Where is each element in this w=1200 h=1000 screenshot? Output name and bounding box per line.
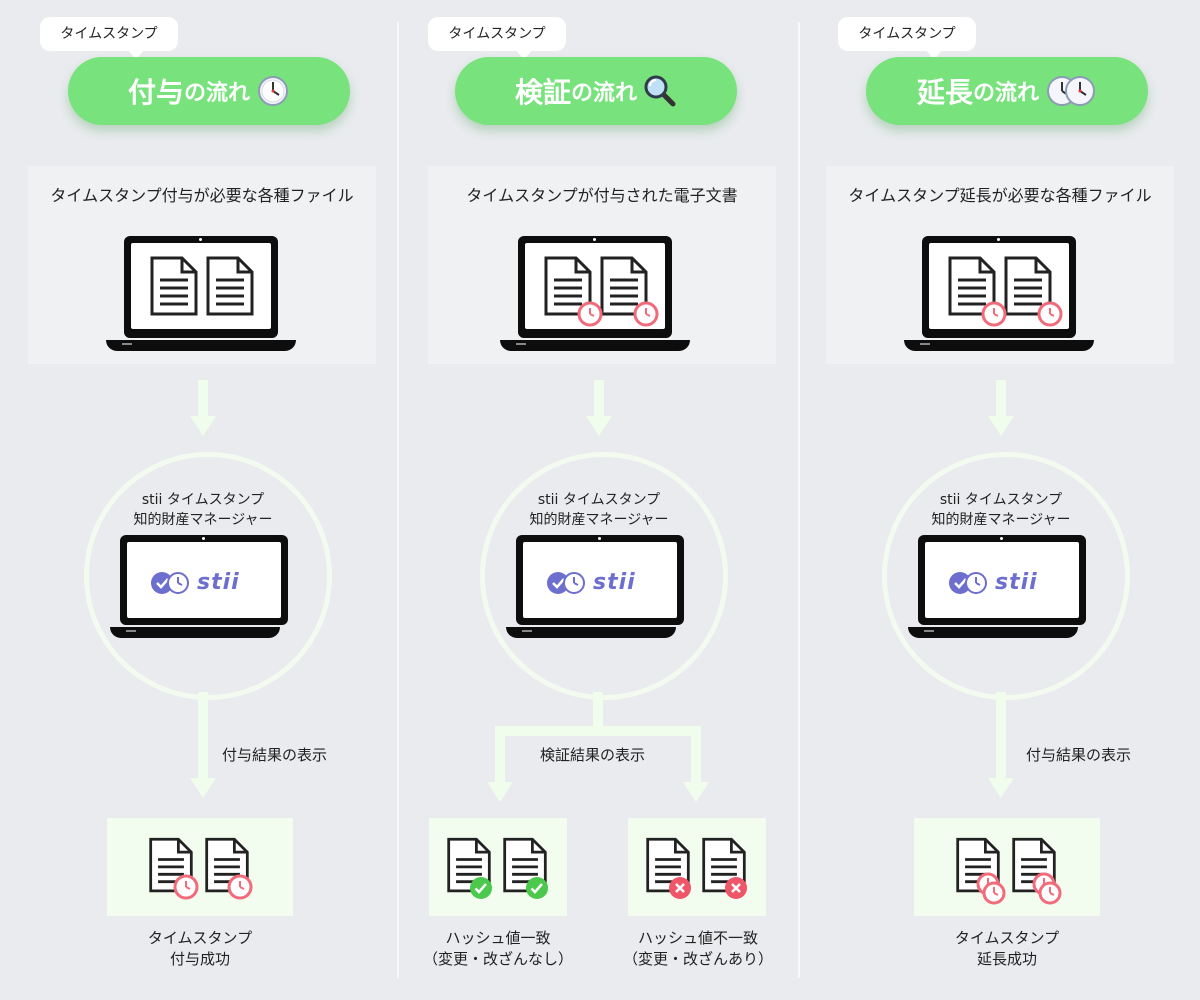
extend-flow-title: 延長の流れ [866, 57, 1148, 125]
down-arrow [988, 692, 1014, 798]
title-main: 付与 [127, 76, 184, 109]
stii-logo-icon [151, 572, 189, 594]
stii-logo-icon [547, 572, 585, 594]
branch-arrow [487, 692, 709, 802]
verify-flow-column: タイムスタンプ 検証の流れ タイムスタンプが付与された電子文書 stii タイム… [398, 0, 798, 1000]
source-caption: タイムスタンプが付与された電子文書 [466, 186, 738, 205]
document-icon [1004, 256, 1052, 316]
verify-flow-title: 検証の流れ [455, 57, 737, 125]
down-arrow [190, 692, 216, 798]
down-arrow [190, 380, 216, 436]
double-clock-badge-icon [1032, 872, 1062, 905]
manager-title: stii タイムスタンプ 知的財産マネージャー [931, 492, 1071, 528]
source-caption: タイムスタンプ延長が必要な各種ファイル [848, 186, 1152, 205]
column-divider [798, 22, 800, 978]
manager-title: stii タイムスタンプ 知的財産マネージャー [133, 492, 273, 528]
result-panel-mismatch [628, 818, 766, 916]
source-files-panel: タイムスタンプ付与が必要な各種ファイル [28, 166, 376, 364]
grant-flow-column: タイムスタンプ 付与の流れ タイムスタンプ付与が必要な各種ファイル stii タ… [0, 0, 400, 1000]
result-caption: タイムスタンプ 延長成功 [954, 929, 1060, 968]
title-suffix: の流れ [184, 81, 251, 106]
clock-badge-icon [173, 874, 199, 900]
document-icon [150, 256, 198, 316]
column-divider [397, 22, 399, 978]
cross-badge-icon [725, 877, 747, 899]
document-icon [206, 256, 254, 316]
manager-ring [480, 452, 728, 700]
timestamp-tag: タイムスタンプ [40, 17, 178, 60]
result-caption: ハッシュ値不一致 （変更・改ざんあり） [622, 929, 773, 968]
title-main: 延長 [916, 76, 973, 109]
clock-icon [258, 76, 289, 106]
result-panel [914, 818, 1100, 916]
result-caption: タイムスタンプ 付与成功 [147, 929, 253, 968]
magnifier-icon [644, 75, 676, 107]
stii-logo: stii [995, 570, 1038, 595]
stii-logo-icon [949, 572, 987, 594]
document-icon [948, 256, 996, 316]
flow-label: 検証結果の表示 [540, 746, 646, 764]
flow-label: 付与結果の表示 [1026, 746, 1132, 764]
result-panel [107, 818, 293, 916]
source-caption: タイムスタンプ付与が必要な各種ファイル [50, 186, 354, 205]
source-files-panel: タイムスタンプが付与された電子文書 [428, 166, 776, 364]
title-main: 検証 [514, 76, 571, 109]
stii-logo: stii [593, 570, 636, 595]
down-arrow [586, 380, 612, 436]
stii-logo: stii [197, 570, 240, 595]
check-badge-icon [526, 877, 548, 899]
down-arrow [988, 380, 1014, 436]
manager-title: stii タイムスタンプ 知的財産マネージャー [529, 492, 669, 528]
document-icon [600, 256, 648, 316]
cross-badge-icon [669, 877, 691, 899]
clock-badge-icon [981, 301, 1007, 327]
result-panel-match [429, 818, 567, 916]
document-icon [544, 256, 592, 316]
flow-label: 付与結果の表示 [222, 746, 328, 764]
source-files-panel: タイムスタンプ延長が必要な各種ファイル [826, 166, 1174, 364]
extend-flow-column: タイムスタンプ 延長の流れ タイムスタンプ延長が必要な各種ファイル stii [798, 0, 1198, 1000]
clock-badge-icon [1037, 301, 1063, 327]
title-suffix: の流れ [571, 81, 638, 106]
grant-flow-title: 付与の流れ [68, 57, 350, 125]
check-badge-icon [470, 877, 492, 899]
title-suffix: の流れ [973, 81, 1040, 106]
clock-badge-icon [577, 301, 603, 327]
double-clock-icon [1047, 76, 1096, 106]
clock-badge-icon [227, 874, 253, 900]
timestamp-tag: タイムスタンプ [428, 17, 566, 60]
double-clock-badge-icon [976, 872, 1006, 905]
clock-badge-icon [633, 301, 659, 327]
result-caption: ハッシュ値一致 （変更・改ざんなし） [422, 929, 573, 968]
timestamp-tag: タイムスタンプ [838, 17, 976, 60]
